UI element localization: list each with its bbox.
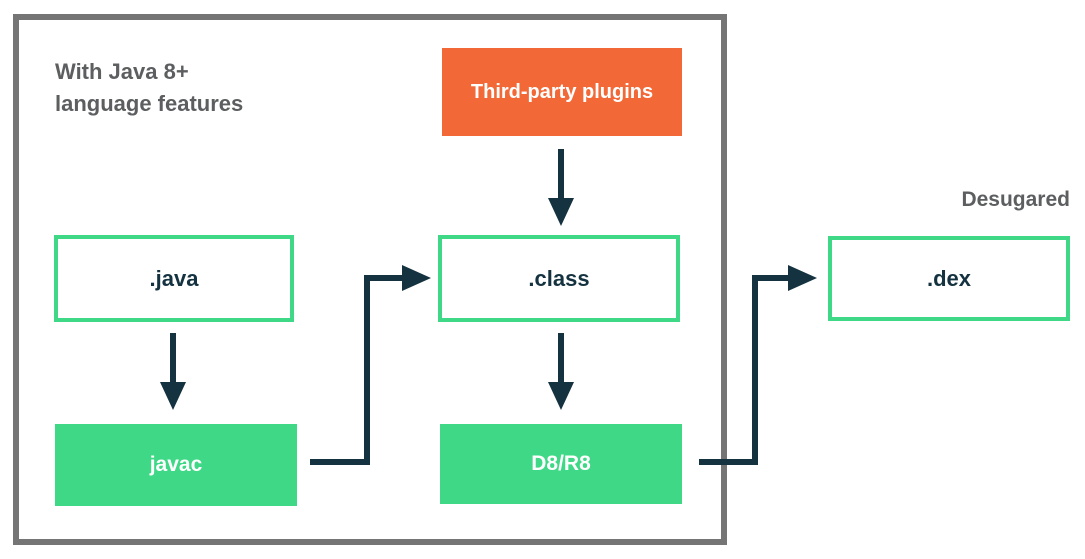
java8-note-label: With Java 8+ language features xyxy=(55,59,244,116)
node-javac-compiler: javac xyxy=(55,424,297,506)
node-dex-file: .dex xyxy=(828,236,1070,321)
node-class-file: .class xyxy=(438,235,680,322)
desugared-label: Desugared xyxy=(961,188,1070,211)
node-d8r8-compiler: D8/R8 xyxy=(440,424,682,504)
node-third-party-plugins: Third-party plugins xyxy=(442,48,682,136)
node-java-file: .java xyxy=(54,235,294,322)
